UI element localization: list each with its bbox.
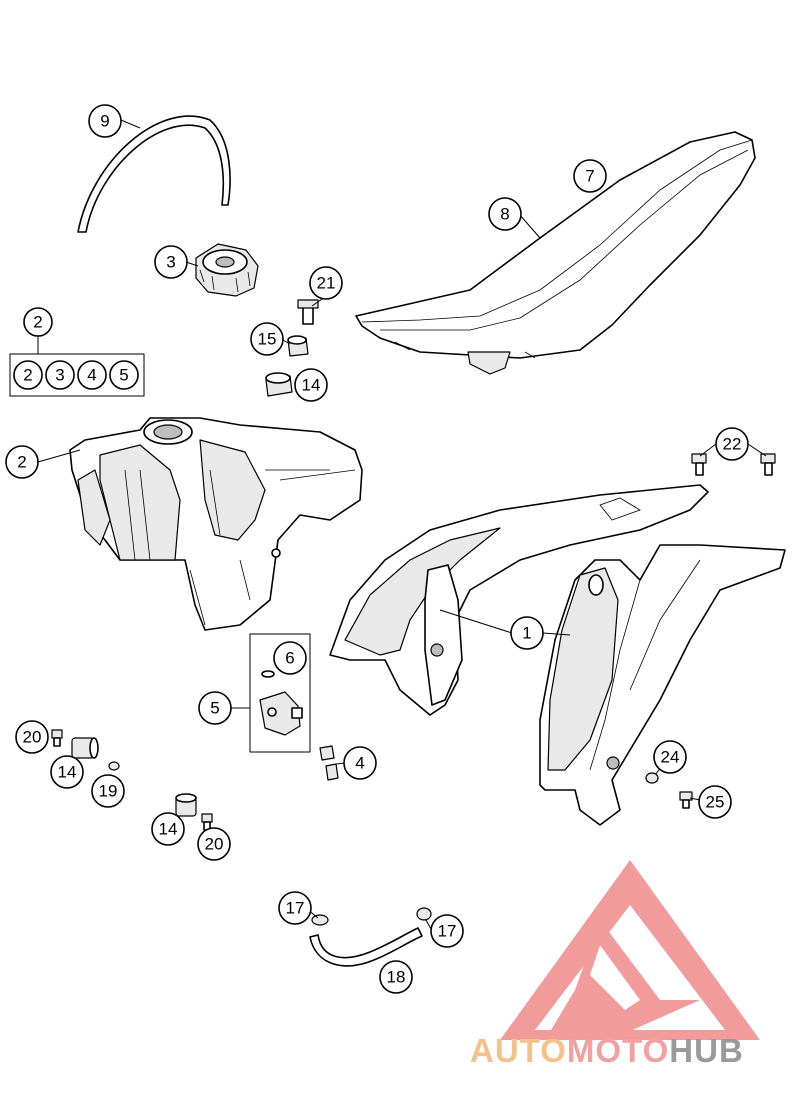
- svg-text:20: 20: [23, 728, 42, 747]
- svg-text:8: 8: [500, 205, 509, 224]
- svg-text:4: 4: [87, 366, 96, 385]
- svg-text:5: 5: [119, 366, 128, 385]
- svg-text:1: 1: [522, 624, 531, 643]
- callout-21: 21: [309, 266, 343, 300]
- svg-text:4: 4: [355, 754, 364, 773]
- callout-19: 19: [91, 774, 125, 808]
- callout-17-left: 17: [278, 891, 312, 925]
- fuel-tank: [69, 417, 363, 631]
- callout-4: 4: [343, 746, 377, 780]
- screw-25: [679, 791, 693, 809]
- watermark-text-auto: AUTO: [470, 1032, 567, 1069]
- svg-text:14: 14: [159, 820, 178, 839]
- svg-text:2: 2: [33, 313, 42, 332]
- callout-1: 1: [510, 616, 544, 650]
- svg-text:25: 25: [706, 793, 725, 812]
- hose-18: [309, 927, 423, 967]
- svg-text:20: 20: [205, 835, 224, 854]
- callout-17-right: 17: [430, 914, 464, 948]
- clamp-17-left: [311, 914, 329, 926]
- svg-text:2: 2: [23, 366, 32, 385]
- callout-7: 7: [573, 159, 607, 193]
- callout-9: 9: [88, 104, 122, 138]
- side-panel-left: [329, 484, 709, 716]
- svg-text:5: 5: [210, 699, 219, 718]
- callout-kit-5: 5: [109, 360, 139, 390]
- callout-5: 5: [198, 691, 232, 725]
- svg-text:21: 21: [317, 274, 336, 293]
- svg-text:15: 15: [258, 330, 277, 349]
- svg-text:22: 22: [723, 435, 742, 454]
- callout-18: 18: [379, 960, 413, 994]
- callout-25: 25: [698, 785, 732, 819]
- bush-15: [287, 335, 309, 357]
- callout-14-bottom: 14: [151, 812, 185, 846]
- svg-text:3: 3: [166, 253, 175, 272]
- svg-text:6: 6: [285, 649, 294, 668]
- callout-24: 24: [653, 740, 687, 774]
- svg-text:9: 9: [100, 112, 109, 131]
- callout-6: 6: [273, 641, 307, 675]
- svg-text:2: 2: [17, 453, 26, 472]
- watermark-text-hub: HUB: [669, 1032, 744, 1069]
- fitting-4: [319, 745, 339, 781]
- rubber-14-left: [71, 737, 99, 759]
- svg-text:17: 17: [438, 922, 457, 941]
- watermark-logo: [500, 860, 760, 1040]
- rubber-14-bottom: [175, 793, 197, 817]
- callout-22: 22: [715, 427, 749, 461]
- svg-text:14: 14: [302, 376, 321, 395]
- callout-2-tank: 2: [5, 445, 39, 479]
- callout-14-top: 14: [294, 368, 328, 402]
- screw-22-left: [691, 453, 707, 476]
- callout-15: 15: [250, 322, 284, 356]
- rubber-14-top: [265, 372, 293, 397]
- svg-text:7: 7: [585, 167, 594, 186]
- callout-20-bottom: 20: [197, 827, 231, 861]
- callout-kit-2: 2: [13, 360, 43, 390]
- washer-24: [645, 772, 659, 784]
- seat: [355, 131, 756, 375]
- kit-box: [9, 336, 145, 397]
- svg-text:19: 19: [99, 782, 118, 801]
- screw-22-right: [760, 453, 776, 476]
- screw-20-left: [51, 729, 63, 747]
- fuel-cap: [195, 243, 259, 297]
- screw-21: [297, 299, 319, 325]
- callout-8: 8: [488, 197, 522, 231]
- side-panel-right: [539, 544, 786, 826]
- callout-14-left: 14: [50, 755, 84, 789]
- clamp-17-right: [416, 907, 432, 921]
- svg-text:3: 3: [55, 366, 64, 385]
- watermark-text-moto: MOTO: [566, 1032, 670, 1069]
- svg-text:18: 18: [387, 968, 406, 987]
- callout-kit-3: 3: [45, 360, 75, 390]
- callout-2-top: 2: [23, 307, 53, 337]
- svg-text:24: 24: [661, 748, 680, 767]
- watermark-text: AUTOMOTOHUB: [470, 1032, 800, 1072]
- fuel-tap-box: [249, 633, 311, 753]
- svg-text:14: 14: [58, 763, 77, 782]
- callout-20-left: 20: [15, 720, 49, 754]
- callout-3: 3: [154, 245, 188, 279]
- washer-19: [108, 761, 120, 771]
- breather-hose: [77, 115, 231, 233]
- svg-text:17: 17: [286, 899, 305, 918]
- callout-kit-4: 4: [77, 360, 107, 390]
